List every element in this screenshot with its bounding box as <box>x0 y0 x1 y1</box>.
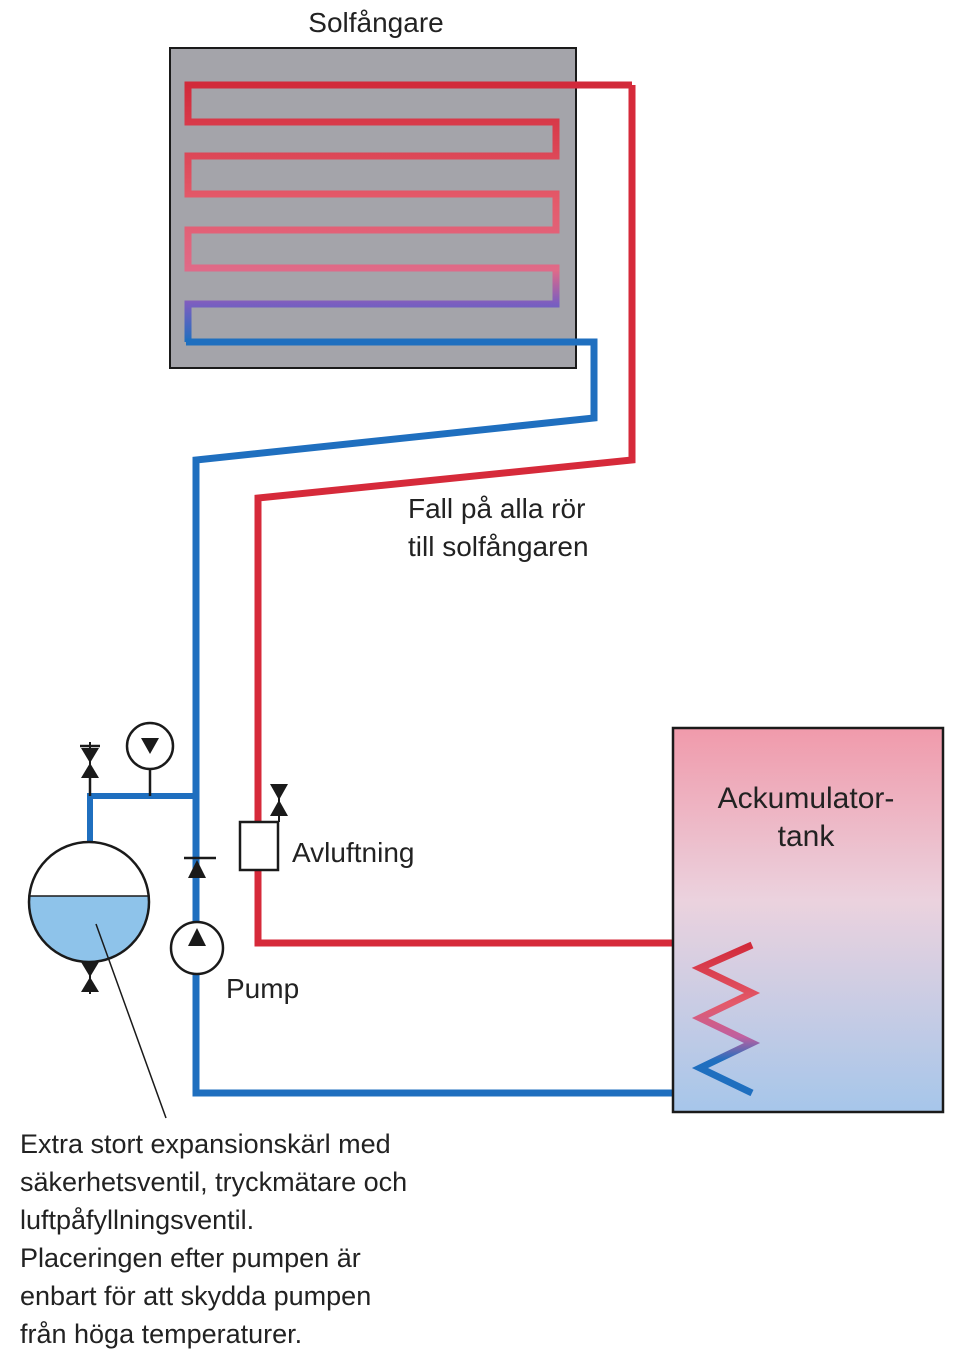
note-leader-line <box>95 923 167 1119</box>
pressure-gauge <box>125 721 175 771</box>
expansion-vessel <box>27 840 151 964</box>
solar-collector-panel <box>169 47 577 369</box>
check-valve <box>184 856 216 878</box>
note-line: Extra stort expansionskärl med <box>20 1129 391 1159</box>
air-vent <box>238 784 288 872</box>
note-line: säkerhetsventil, tryckmätare och <box>20 1167 407 1197</box>
safety-valve <box>80 742 100 778</box>
tank-label-line-1: Ackumulator- <box>718 782 895 815</box>
cold-return-pipe <box>186 338 752 1097</box>
note-line: enbart för att skydda pumpen <box>20 1281 371 1311</box>
tank-heat-exchanger-coil <box>691 941 761 1097</box>
slope-note-line-2: till solfångaren <box>408 531 589 562</box>
collector-label: Solfångare <box>308 7 443 38</box>
pump <box>169 920 225 976</box>
expansion-note: Extra stort expansionskärl med säkerhets… <box>20 1129 407 1349</box>
tank-label-line-2: tank <box>778 820 836 853</box>
slope-note-line-1: Fall på alla rör <box>408 493 585 524</box>
accumulator-tank <box>671 726 945 1114</box>
collector-coil <box>184 81 632 342</box>
vent-label: Avluftning <box>292 837 414 868</box>
note-line: från höga temperaturer. <box>20 1319 302 1349</box>
hot-supply-pipe <box>254 85 752 947</box>
air-fill-valve <box>81 962 99 994</box>
note-line: Placeringen efter pumpen är <box>20 1243 361 1273</box>
pump-label: Pump <box>226 973 299 1004</box>
expansion-branch-pipe <box>87 793 196 848</box>
note-line: luftpåfyllningsventil. <box>20 1205 254 1235</box>
